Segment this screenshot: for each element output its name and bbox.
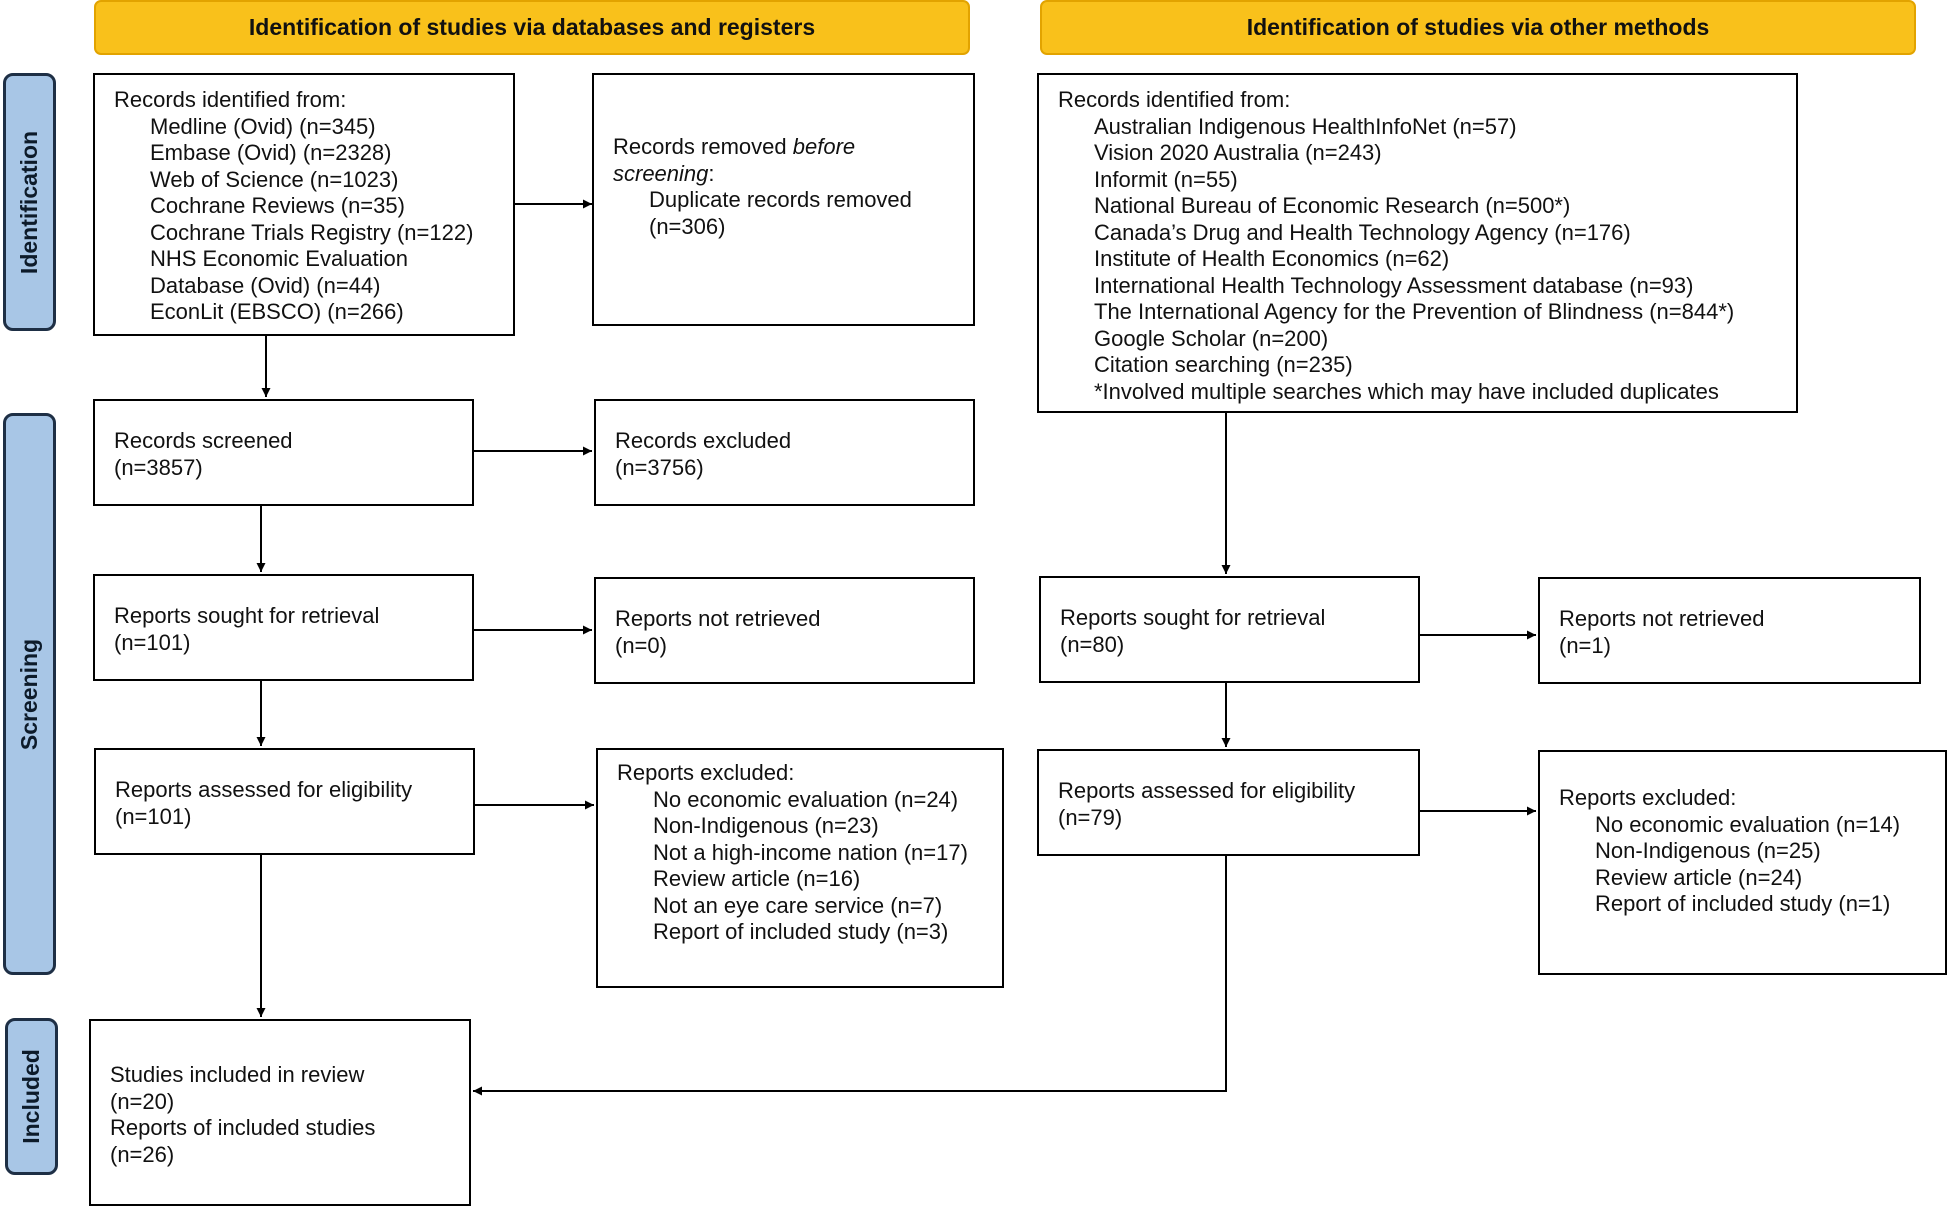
removed-detail: Duplicate records removed (649, 187, 912, 212)
right-source-item: Vision 2020 Australia (n=243) (1094, 140, 1382, 165)
left-sought-count: (n=101) (114, 629, 191, 655)
stage-included: Included (5, 1018, 58, 1175)
removed-suffix: : (708, 160, 715, 186)
left-source-item: Database (Ovid) (n=44) (150, 272, 381, 298)
right-source-item: International Health Technology Assessme… (1094, 272, 1694, 298)
left-not-retrieved-label: Reports not retrieved (615, 606, 821, 631)
right-source-item: Citation searching (n=235) (1094, 352, 1353, 377)
studies-included-label: Studies included in review (110, 1062, 365, 1087)
right-exclusion-item: Non-Indigenous (n=25) (1595, 838, 1821, 863)
left-source-item: Cochrane Trials Registry (n=122) (150, 219, 474, 245)
removed-count: (n=306) (649, 213, 726, 239)
right-not-retrieved-label: Reports not retrieved (1559, 606, 1765, 631)
stage-identification: Identification (3, 73, 56, 331)
stage-screening-label: Screening (16, 638, 42, 750)
left-assessed-count: (n=101) (115, 803, 192, 829)
left-exclusion-item: Not an eye care service (n=7) (653, 892, 943, 918)
removed-italic-screening: screening (613, 160, 709, 186)
right-source-item: The International Agency for the Prevent… (1094, 299, 1735, 324)
right-source-item: Institute of Health Economics (n=62) (1094, 246, 1450, 271)
left-not-retrieved-count: (n=0) (615, 632, 667, 658)
right-footnote: *Involved multiple searches which may ha… (1094, 378, 1719, 404)
right-not-retrieved-count: (n=1) (1559, 632, 1611, 658)
right-source-item: National Bureau of Economic Research (n=… (1094, 193, 1571, 218)
records-excluded-label: Records excluded (615, 428, 792, 453)
removed-heading-line2: screening: (613, 161, 973, 188)
left-source-item: EconLit (EBSCO) (n=266) (150, 299, 404, 324)
stage-included-label: Included (18, 1049, 44, 1144)
screened-label: Records screened (114, 428, 293, 453)
left-exclusion-item: Non-Indigenous (n=23) (653, 813, 879, 838)
right-records-identified-title: Records identified from: (1058, 87, 1291, 112)
stage-identification-label: Identification (16, 130, 42, 274)
left-records-screened-box: Records screened (n=3857) (93, 399, 474, 506)
header-other-methods: Identification of studies via other meth… (1040, 0, 1916, 55)
stage-screening: Screening (3, 413, 56, 975)
right-assessed-label: Reports assessed for eligibility (1058, 778, 1356, 803)
left-reports-excluded-box: Reports excluded: No economic evaluation… (596, 748, 1004, 988)
left-records-excluded-box: Records excluded (n=3756) (594, 399, 975, 506)
screened-count: (n=3857) (114, 454, 203, 480)
left-exclusion-item: Review article (n=16) (653, 866, 861, 891)
left-source-item: Cochrane Reviews (n=35) (150, 193, 405, 218)
left-reports-assessed-box: Reports assessed for eligibility (n=101) (94, 748, 475, 855)
reports-included-label: Reports of included studies (110, 1115, 376, 1140)
right-source-item: Google Scholar (n=200) (1094, 325, 1329, 351)
right-reports-excluded-box: Reports excluded: No economic evaluation… (1538, 750, 1947, 975)
right-exclusion-item: Report of included study (n=1) (1595, 891, 1891, 916)
removed-heading-line1: Records removed before (613, 134, 973, 161)
right-reports-not-retrieved-box: Reports not retrieved (n=1) (1538, 577, 1921, 684)
right-reports-sought-box: Reports sought for retrieval (n=80) (1039, 576, 1420, 683)
right-exclusion-item: No economic evaluation (n=14) (1595, 811, 1901, 837)
left-assessed-label: Reports assessed for eligibility (115, 777, 413, 802)
left-exclusion-item: Not a high-income nation (n=17) (653, 839, 968, 865)
left-records-removed-box: Records removed before screening: Duplic… (592, 73, 975, 326)
right-assessed-count: (n=79) (1058, 804, 1123, 830)
right-sought-label: Reports sought for retrieval (1060, 605, 1326, 630)
right-source-item: Canada’s Drug and Health Technology Agen… (1094, 219, 1631, 245)
header-databases: Identification of studies via databases … (94, 0, 970, 55)
left-exclusion-item: No economic evaluation (n=24) (653, 786, 959, 812)
reports-included-count: (n=26) (110, 1141, 175, 1167)
right-reports-assessed-box: Reports assessed for eligibility (n=79) (1037, 749, 1420, 856)
left-reports-sought-box: Reports sought for retrieval (n=101) (93, 574, 474, 681)
right-source-item: Informit (n=55) (1094, 166, 1238, 192)
right-records-identified-box: Records identified from: Australian Indi… (1037, 73, 1798, 413)
left-source-item: Medline (Ovid) (n=345) (150, 113, 376, 139)
left-source-item: Web of Science (n=1023) (150, 166, 399, 192)
left-sought-label: Reports sought for retrieval (114, 603, 380, 628)
left-exclusion-item: Report of included study (n=3) (653, 919, 949, 944)
right-reports-excluded-title: Reports excluded: (1559, 785, 1737, 810)
right-exclusion-item: Review article (n=24) (1595, 864, 1803, 890)
left-reports-excluded-title: Reports excluded: (617, 760, 795, 785)
studies-included-count: (n=20) (110, 1088, 175, 1114)
left-records-identified-box: Records identified from: Medline (Ovid) … (93, 73, 515, 336)
removed-italic-before: before (792, 134, 856, 159)
right-source-item: Australian Indigenous HealthInfoNet (n=5… (1094, 113, 1517, 139)
removed-prefix: Records removed (613, 134, 793, 159)
right-sought-count: (n=80) (1060, 631, 1125, 657)
left-reports-not-retrieved-box: Reports not retrieved (n=0) (594, 577, 975, 684)
left-source-item: NHS Economic Evaluation (150, 246, 409, 271)
left-records-identified-title: Records identified from: (114, 87, 347, 112)
left-source-item: Embase (Ovid) (n=2328) (150, 140, 392, 165)
records-excluded-count: (n=3756) (615, 454, 704, 480)
included-studies-box: Studies included in review (n=20) Report… (89, 1019, 471, 1206)
